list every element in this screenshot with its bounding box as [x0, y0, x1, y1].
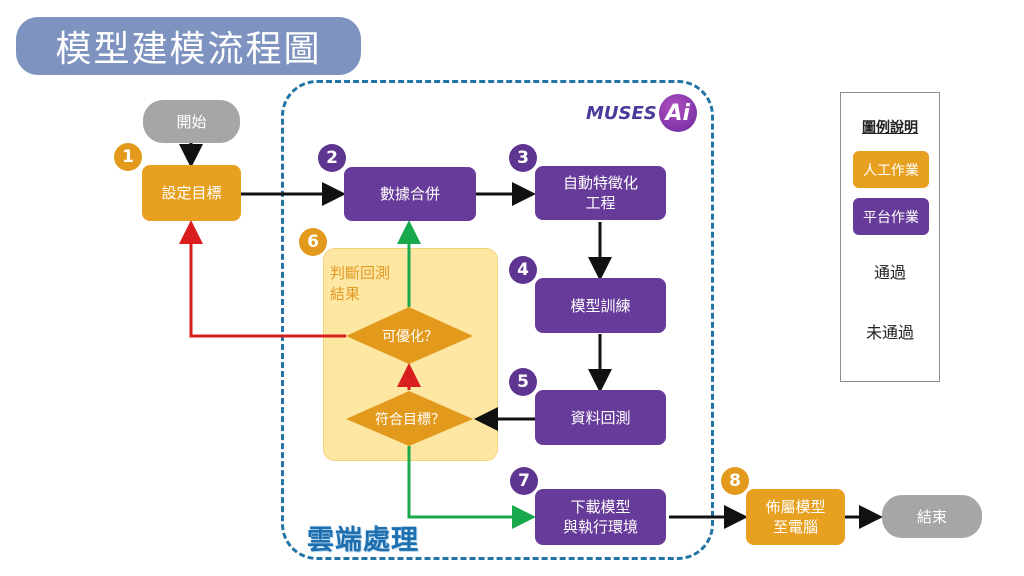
decision-meets-goal-diamond	[346, 391, 473, 446]
step-badge-7: 7	[510, 467, 538, 495]
decision-optimizable-label: 可優化？	[382, 329, 438, 345]
legend-manual-swatch: 人工作業	[853, 151, 929, 188]
backtest-node: 資料回測	[535, 390, 666, 445]
legend-panel: 圖例說明 人工作業 平台作業 通過 未通過	[840, 92, 940, 382]
start-node: 開始	[143, 100, 240, 143]
arrow-meets-goal-yes-to-download	[407, 446, 536, 529]
decision-title-line2: 結果	[330, 285, 361, 303]
step-badge-1: 1	[114, 143, 142, 171]
step-badge-6: 6	[299, 228, 327, 256]
step-badge-3: 3	[509, 144, 537, 172]
ai-badge-icon: Ai	[658, 94, 697, 132]
step-badge-8: 8	[721, 467, 749, 495]
auto-feature-line1: 自動特徵化	[562, 174, 638, 192]
deploy-line1: 佈屬模型	[765, 498, 826, 516]
step-badge-2: 2	[318, 144, 346, 172]
arrow-optimizable-no-to-goal	[179, 220, 346, 338]
download-line1: 下載模型	[570, 498, 631, 516]
model-training-node: 模型訓練	[535, 278, 666, 333]
cloud-processing-label: 雲端處理	[307, 525, 419, 556]
legend-fail-label: 未通過	[865, 323, 914, 342]
legend-pass-label: 通過	[873, 263, 906, 282]
download-model-node: 下載模型 與執行環境	[535, 489, 666, 545]
legend-title: 圖例說明	[862, 120, 918, 136]
decision-title-line1: 判斷回測	[330, 264, 391, 282]
legend-platform-swatch: 平台作業	[853, 198, 929, 235]
step-badge-4: 4	[509, 256, 537, 284]
data-merge-node: 數據合併	[344, 167, 476, 221]
auto-feature-line2: 工程	[585, 194, 616, 212]
step-badge-5: 5	[509, 368, 537, 396]
page-title: 模型建模流程圖	[16, 17, 361, 75]
auto-feature-node: 自動特徵化 工程	[535, 166, 666, 220]
cloud-processing-region	[281, 80, 714, 560]
logo-text: MUSES	[586, 102, 657, 124]
deploy-model-node: 佈屬模型 至電腦	[746, 489, 845, 545]
decision-meets-goal-label: 符合目標？	[375, 412, 445, 428]
decision-optimizable-diamond	[346, 307, 473, 364]
deploy-line2: 至電腦	[772, 518, 818, 536]
decision-group-title: 判斷回測 結果	[330, 263, 410, 305]
end-node: 結束	[882, 495, 982, 538]
download-line2: 與執行環境	[562, 518, 638, 536]
set-goal-node: 設定目標	[142, 165, 241, 221]
muses-ai-logo: MUSES Ai	[586, 94, 697, 132]
